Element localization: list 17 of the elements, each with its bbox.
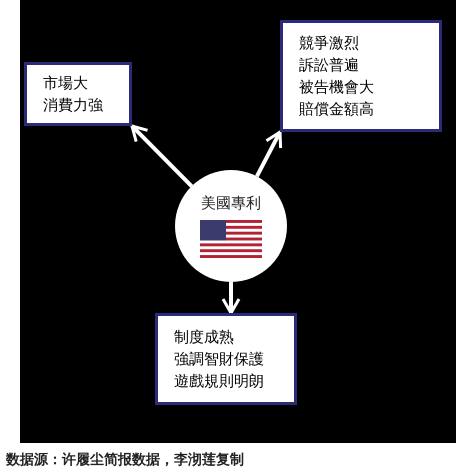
arrow (255, 130, 282, 178)
box-text: 強調智財保護 (174, 349, 265, 370)
caption: 数据源：许履尘简报数据，李沏莲复制 (6, 451, 244, 470)
arrow (130, 124, 194, 188)
box-text: 制度成熟 (174, 327, 235, 348)
box-text: 賠償金額高 (299, 99, 375, 120)
box-text: 訴訟普遍 (299, 55, 360, 76)
text-box (280, 20, 442, 132)
box-text: 競爭激烈 (299, 33, 360, 54)
box-text: 消費力強 (43, 95, 104, 116)
box-text: 遊戲規則明朗 (174, 371, 265, 392)
text-box (24, 62, 132, 126)
box-text: 市場大 (43, 73, 89, 94)
box-text: 被告機會大 (299, 77, 375, 98)
arrow (222, 282, 240, 314)
node-label: 美國專利 (201, 194, 261, 212)
text-box (155, 313, 297, 405)
